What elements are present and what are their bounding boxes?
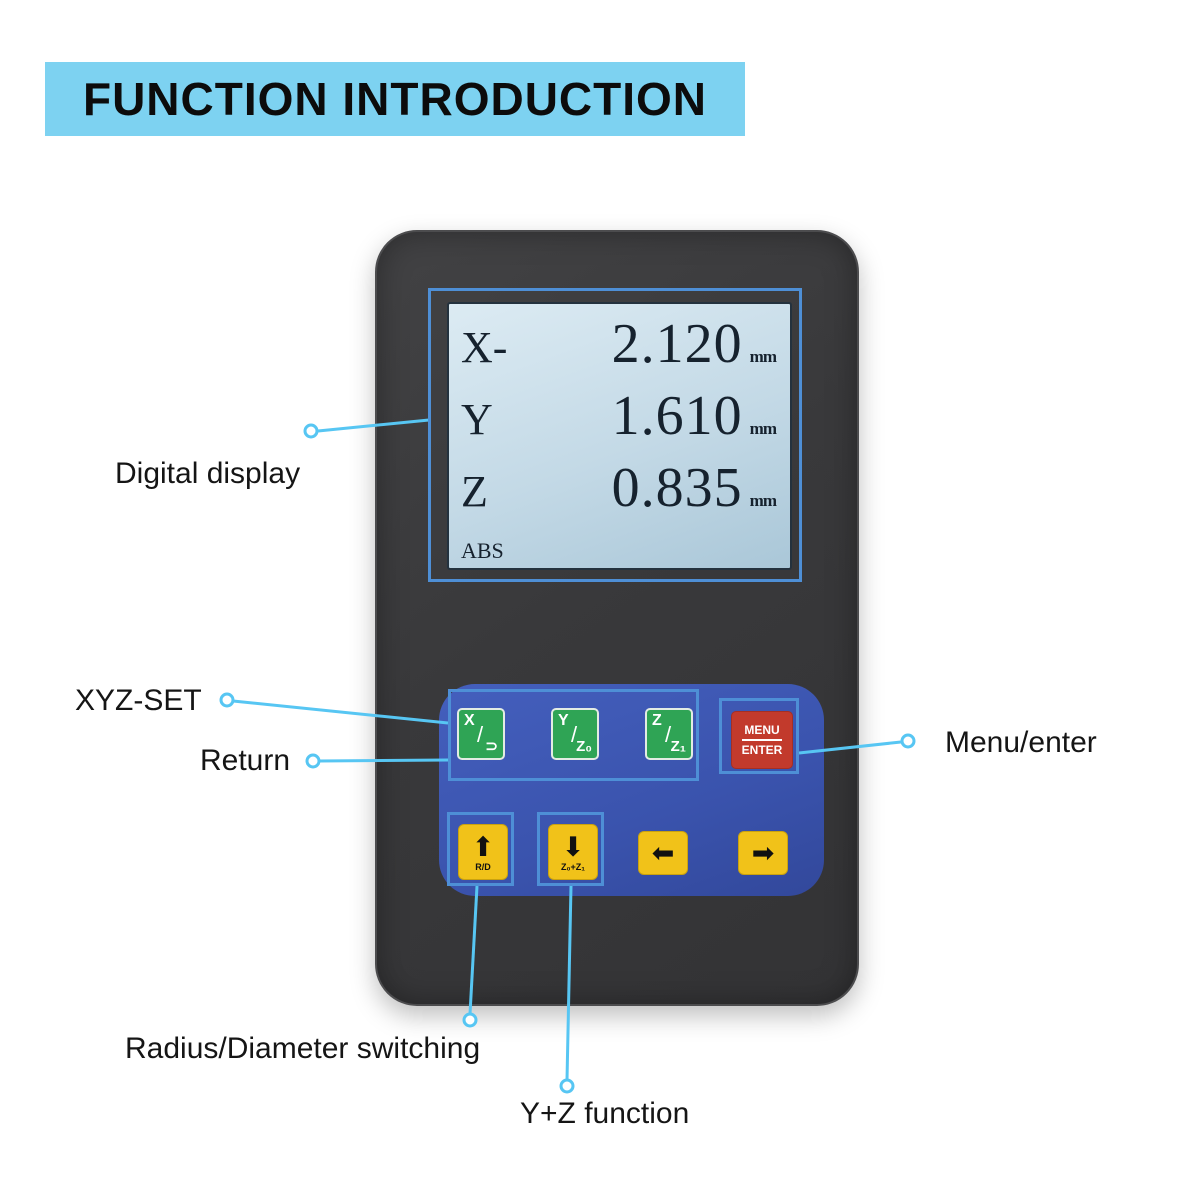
display-row: Y 1.610 mm: [461, 384, 777, 456]
axis-value: 0.835: [611, 457, 743, 519]
dro-device: X- 2.120 mm Y 1.610 mm Z 0.835 mm ABS: [375, 230, 859, 1006]
left-arrow-button: ⬅: [638, 831, 688, 875]
callout-radius-diameter: Radius/Diameter switching: [125, 1032, 481, 1065]
callout-y-plus-z: Y+Z function: [520, 1097, 690, 1130]
up-rd-button: ⬆ R/D: [458, 824, 508, 880]
unit-label: mm: [749, 347, 777, 366]
callout-menu-enter: Menu/enter: [945, 726, 1097, 759]
key-label: X: [464, 712, 475, 729]
y-z0-button: Y / Z₀: [551, 708, 599, 760]
right-arrow-button: ➡: [738, 831, 788, 875]
display-row: X- 2.120 mm: [461, 312, 777, 384]
title-banner: FUNCTION INTRODUCTION: [45, 62, 745, 136]
key-slash: /: [665, 722, 672, 747]
return-symbol-icon: ⊃: [485, 738, 498, 755]
menu-label: MENU: [744, 723, 780, 737]
axis-value: 1.610: [611, 385, 743, 447]
keypad-panel: X / ⊃ Y / Z₀ Z / Z₁ MENU ENTER ⬆ R/D: [439, 684, 824, 896]
right-arrow-icon: ➡: [751, 838, 775, 868]
z0z1-label: Z₀+Z₁: [560, 861, 586, 872]
down-arrow-icon: ⬇: [561, 831, 585, 862]
down-z0z1-button: ⬇ Z₀+Z₁: [548, 824, 598, 880]
callout-digital-display: Digital display: [115, 457, 301, 490]
enter-label: ENTER: [741, 739, 783, 757]
highlight-box-yz: [537, 812, 604, 886]
key-label: Z: [652, 712, 662, 729]
x-set-button: X / ⊃: [457, 708, 505, 760]
display-row: Z 0.835 mm: [461, 456, 777, 528]
abs-mode-label: ABS: [461, 538, 504, 563]
axis-label: Z: [461, 467, 488, 516]
z-z1-button: Z / Z₁: [645, 708, 693, 760]
key-slash: /: [477, 722, 484, 747]
left-arrow-icon: ⬅: [651, 838, 675, 868]
highlight-box-rd: [447, 812, 514, 886]
key-label: Y: [558, 712, 569, 729]
unit-label: mm: [749, 419, 777, 438]
lcd-display: X- 2.120 mm Y 1.610 mm Z 0.835 mm ABS: [447, 302, 792, 570]
rd-label: R/D: [475, 861, 491, 872]
unit-label: mm: [749, 491, 777, 510]
axis-label: Y: [461, 395, 493, 444]
axis-label: X-: [461, 323, 508, 372]
highlight-box-display: [428, 288, 802, 582]
callout-return: Return: [200, 744, 291, 777]
menu-enter-button: MENU ENTER: [731, 711, 793, 769]
callout-xyz-set: XYZ-SET: [75, 684, 202, 717]
highlight-box-xyz-set: [448, 689, 699, 781]
key-sublabel: Z₀: [576, 738, 592, 755]
key-sublabel: Z₁: [670, 738, 686, 755]
page-title: FUNCTION INTRODUCTION: [82, 73, 708, 125]
highlight-box-menu: [719, 698, 799, 774]
axis-value: 2.120: [611, 313, 743, 375]
key-slash: /: [571, 722, 578, 747]
up-arrow-icon: ⬆: [471, 831, 495, 862]
